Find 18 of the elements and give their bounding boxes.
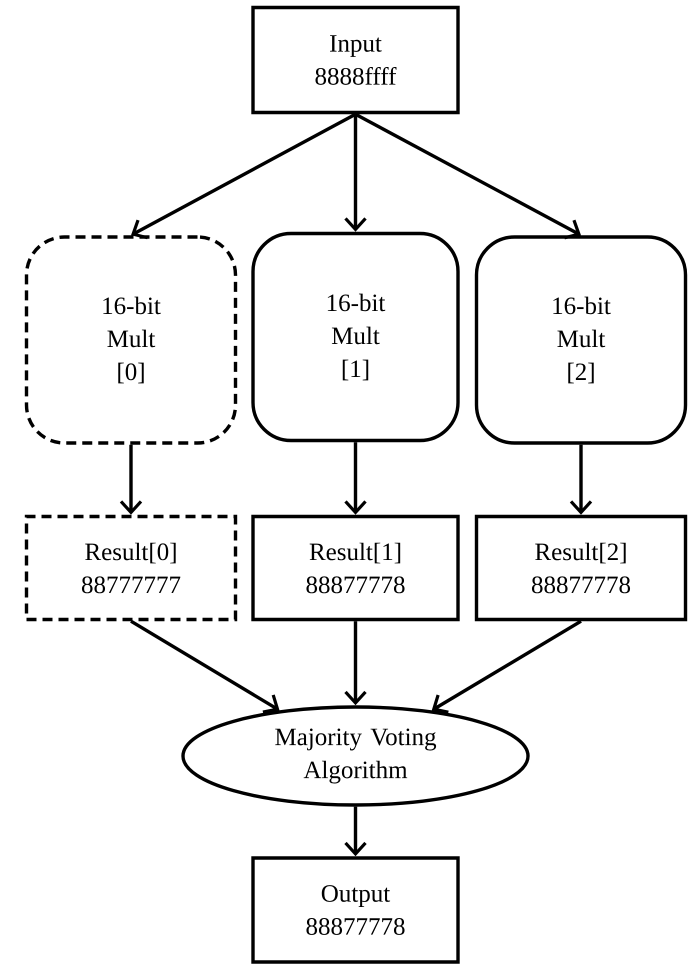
arrow bbox=[344, 806, 367, 856]
arrow bbox=[120, 444, 142, 515]
multiplier-box: 16-bit Mult [2] bbox=[474, 235, 688, 445]
output-box: Output 88877778 bbox=[251, 856, 460, 964]
arrow bbox=[344, 114, 367, 232]
multiplier-box: 16-bit Mult [1] bbox=[251, 232, 460, 442]
arrow bbox=[570, 444, 592, 515]
arrow bbox=[354, 112, 581, 240]
multiplier-box: 16-bit Mult [0] bbox=[24, 235, 238, 445]
input-box: Input 8888ffff bbox=[251, 6, 460, 114]
arrow bbox=[432, 620, 582, 714]
arrow bbox=[131, 112, 356, 240]
result-box: Result[0] 88777777 bbox=[24, 514, 238, 622]
arrow bbox=[130, 620, 280, 714]
result-box: Result[1] 88877778 bbox=[251, 514, 460, 622]
result-box: Result[2] 88877778 bbox=[474, 514, 688, 622]
arrow bbox=[344, 621, 367, 706]
arrow bbox=[344, 442, 367, 515]
